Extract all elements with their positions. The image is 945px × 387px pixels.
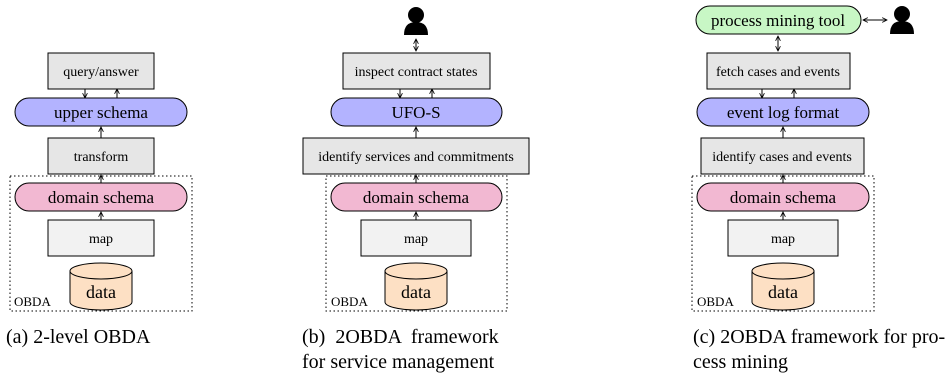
domain-schema-box [330,182,503,212]
panel-c: OBDA process mining tool fetch cases and… [691,5,914,312]
data-cylinder: data [384,262,448,311]
query-answer-label: query/answer [63,65,139,80]
data-cylinder: data [69,262,133,311]
data-label: data [86,282,116,302]
map-label: map [404,232,428,247]
user-icon [404,7,428,35]
caption-c-line-2: cess mining [693,351,788,373]
caption-a: (a) 2-level OBDA [6,325,226,350]
event-log-format-box [696,97,870,127]
identify-cases-box [700,137,865,175]
caption-c: (c) 2OBDA framework for pro- cess mining [693,325,945,375]
caption-a-line-1: (a) 2-level OBDA [6,326,151,348]
identify-cases-label: identify cases and events [712,150,852,165]
caption-b-line-1: (b) 2OBDA framework [302,326,499,348]
ufo-s-box [330,97,503,127]
caption-b: (b) 2OBDA framework for service manageme… [302,325,582,375]
fetch-cases-box [706,52,851,90]
upper-schema-box [14,97,188,127]
caption-b-line-2: for service management [302,351,495,373]
domain-schema-label: domain schema [48,188,155,207]
process-mining-tool-box [695,5,862,35]
obda-label: OBDA [331,294,368,309]
fetch-cases-label: fetch cases and events [716,65,840,80]
domain-schema-box [696,182,870,212]
panel-a: OBDA query/answer upper schema transform… [9,52,193,312]
obda-container [691,175,875,312]
identify-services-box [302,137,530,175]
domain-schema-label: domain schema [730,188,837,207]
map-box [727,219,839,257]
ufo-s-label: UFO-S [391,103,440,122]
map-box [360,219,472,257]
domain-schema-label: domain schema [363,188,470,207]
map-label: map [771,232,795,247]
caption-c-line-1: (c) 2OBDA framework for pro- [693,326,945,348]
panel-b: OBDA inspect contract states UFO-S ident… [302,7,530,312]
transform-label: transform [74,150,129,165]
process-mining-tool-label: process mining tool [711,11,845,30]
obda-container [325,175,508,312]
map-label: map [89,232,113,247]
query-answer-box [47,52,155,90]
obda-container [9,175,193,312]
data-cylinder: data [751,262,815,311]
identify-services-label: identify services and commitments [318,150,514,165]
inspect-contract-box [342,52,491,90]
upper-schema-label: upper schema [54,103,148,122]
obda-label: OBDA [697,294,734,309]
event-log-format-label: event log format [727,103,840,122]
domain-schema-box [14,182,188,212]
data-label: data [401,282,431,302]
map-box [47,219,155,257]
inspect-contract-label: inspect contract states [355,65,478,80]
user-icon [890,6,914,34]
transform-box [47,137,155,175]
obda-label: OBDA [14,294,51,309]
data-label: data [768,282,798,302]
